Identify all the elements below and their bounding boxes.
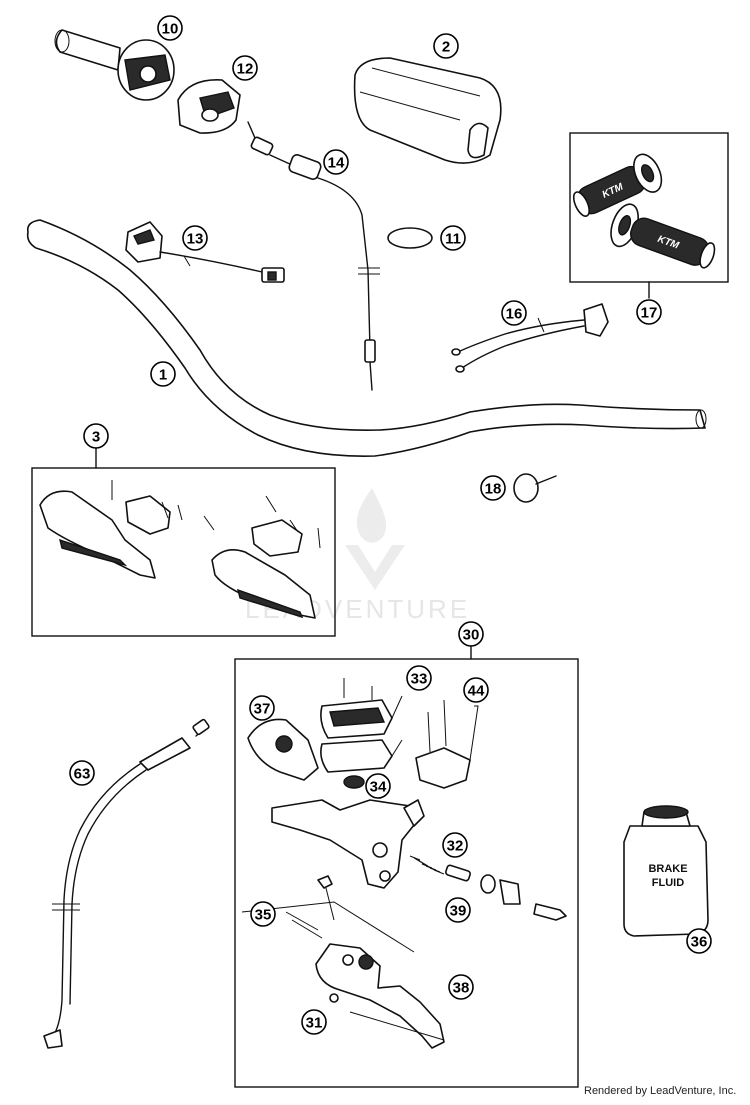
callout-number: 32 <box>447 838 464 855</box>
brake-fluid-bottle-part: BRAKE FLUID <box>623 805 709 937</box>
callout-number: 17 <box>641 305 658 322</box>
callout-1: 1 <box>150 361 176 387</box>
throttle-housing-part <box>54 29 175 101</box>
callout-number: 30 <box>463 627 480 644</box>
callout-17: 17 <box>636 299 662 325</box>
callout-number: 13 <box>187 231 204 248</box>
callout-number: 11 <box>445 231 461 248</box>
hydraulic-line-part <box>43 718 210 1049</box>
callout-63: 63 <box>69 760 95 786</box>
callout-number: 39 <box>450 903 467 920</box>
throttle-cover-part <box>177 79 241 134</box>
callout-31: 31 <box>301 1009 327 1035</box>
callout-number: 3 <box>92 429 100 446</box>
callout-44: 44 <box>463 677 489 703</box>
callout-circle <box>445 897 471 923</box>
callout-number: 34 <box>370 779 387 796</box>
fluid-label-line2: FLUID <box>652 877 684 889</box>
callout-3: 3 <box>83 423 109 449</box>
callout-circle <box>458 621 484 647</box>
callout-number: 35 <box>255 907 272 924</box>
callout-number: 14 <box>328 155 345 172</box>
kill-switch-part <box>451 303 609 373</box>
callout-number: 31 <box>306 1015 323 1032</box>
callout-number: 36 <box>691 934 708 951</box>
callout-number: 16 <box>506 306 523 323</box>
callout-37: 37 <box>249 695 275 721</box>
callout-circle <box>301 1009 327 1035</box>
o-ring-part <box>387 227 433 249</box>
callout-circle <box>440 225 466 251</box>
switch-part <box>125 221 285 283</box>
callout-circle <box>480 475 506 501</box>
callout-circle <box>463 677 489 703</box>
callout-circle <box>182 225 208 251</box>
callout-14: 14 <box>323 149 349 175</box>
cable-tie-part <box>513 473 557 503</box>
callout-circle <box>157 15 183 41</box>
callout-30: 30 <box>458 621 484 647</box>
callout-35: 35 <box>250 901 276 927</box>
callout-circle <box>323 149 349 175</box>
handlebar-part <box>26 219 707 457</box>
callout-circle <box>433 33 459 59</box>
callout-circle <box>232 55 258 81</box>
callout-number: 38 <box>453 980 470 997</box>
callout-circle <box>686 928 712 954</box>
callout-number: 2 <box>442 39 450 56</box>
callout-32: 32 <box>442 832 468 858</box>
callout-36: 36 <box>686 928 712 954</box>
master-cylinder-part <box>234 646 579 1088</box>
callout-34: 34 <box>365 773 391 799</box>
callout-11: 11 <box>440 225 466 251</box>
callout-circle <box>69 760 95 786</box>
hand-guards-part <box>31 447 336 637</box>
callout-circle <box>448 974 474 1000</box>
callout-13: 13 <box>182 225 208 251</box>
grips-part: KTM KTM <box>569 132 729 299</box>
callout-circle <box>406 665 432 691</box>
callout-circle <box>150 361 176 387</box>
callout-circle <box>250 901 276 927</box>
callout-number: 12 <box>237 61 254 78</box>
callout-circle <box>83 423 109 449</box>
callout-12: 12 <box>232 55 258 81</box>
fluid-label-line1: BRAKE <box>648 863 687 875</box>
callout-circle <box>442 832 468 858</box>
callout-number: 37 <box>254 701 271 718</box>
callout-circle <box>249 695 275 721</box>
callout-10: 10 <box>157 15 183 41</box>
callout-number: 10 <box>162 21 179 38</box>
handlebar-pad-part <box>353 57 502 164</box>
callout-39: 39 <box>445 897 471 923</box>
callout-circle <box>365 773 391 799</box>
callout-2: 2 <box>433 33 459 59</box>
callout-18: 18 <box>480 475 506 501</box>
callout-number: 33 <box>411 671 428 688</box>
throttle-cable-part <box>247 121 380 391</box>
callout-circle <box>636 299 662 325</box>
rendered-by-credit: Rendered by LeadVenture, Inc. <box>584 1085 737 1097</box>
callout-number: 44 <box>468 683 485 700</box>
callout-33: 33 <box>406 665 432 691</box>
callout-number: 1 <box>159 367 167 384</box>
callout-16: 16 <box>501 300 527 326</box>
callout-number: 63 <box>74 766 91 783</box>
callout-38: 38 <box>448 974 474 1000</box>
callout-number: 18 <box>485 481 502 498</box>
callout-circle <box>501 300 527 326</box>
